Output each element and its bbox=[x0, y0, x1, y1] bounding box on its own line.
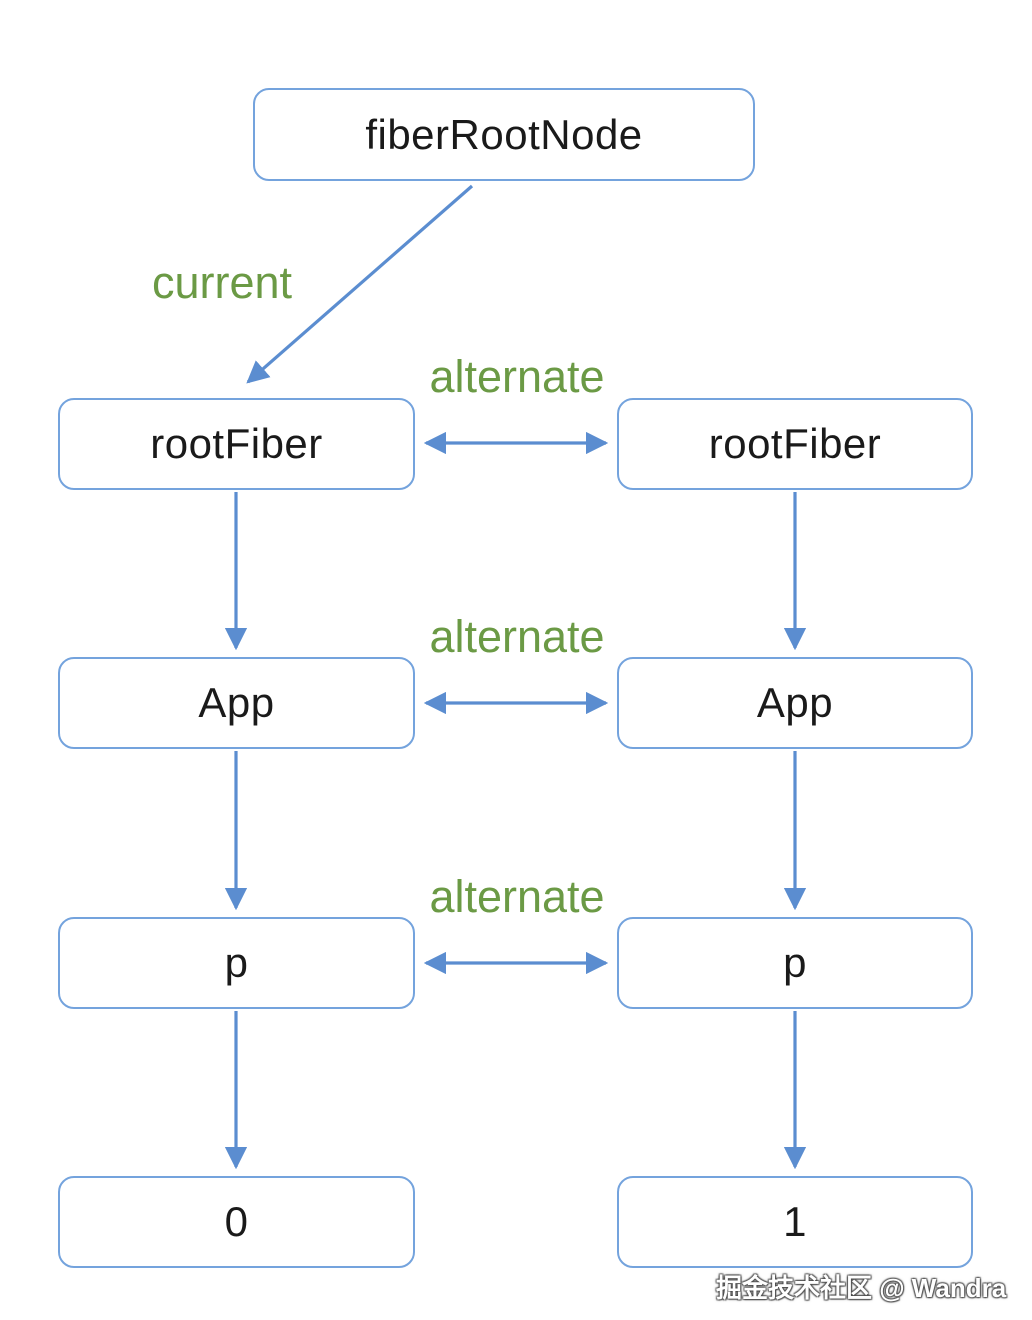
node-fiber-root: fiberRootNode bbox=[253, 88, 755, 181]
edge-label-alternate-p: alternate bbox=[429, 871, 605, 922]
node-rootfiber-alternate: rootFiber bbox=[617, 398, 973, 490]
node-child-0: 0 bbox=[58, 1176, 415, 1268]
node-rootfiber-current: rootFiber bbox=[58, 398, 415, 490]
node-app-current: App bbox=[58, 657, 415, 749]
node-child-1: 1 bbox=[617, 1176, 973, 1268]
edge-label-current: current bbox=[152, 257, 293, 308]
node-p-alternate: p bbox=[617, 917, 973, 1009]
edge-label-alternate-rootfiber: alternate bbox=[429, 351, 605, 402]
node-p-current: p bbox=[58, 917, 415, 1009]
node-app-alternate: App bbox=[617, 657, 973, 749]
edge-label-alternate-app: alternate bbox=[429, 611, 605, 662]
watermark: 掘金技术社区 @ Wandra bbox=[716, 1273, 1007, 1303]
